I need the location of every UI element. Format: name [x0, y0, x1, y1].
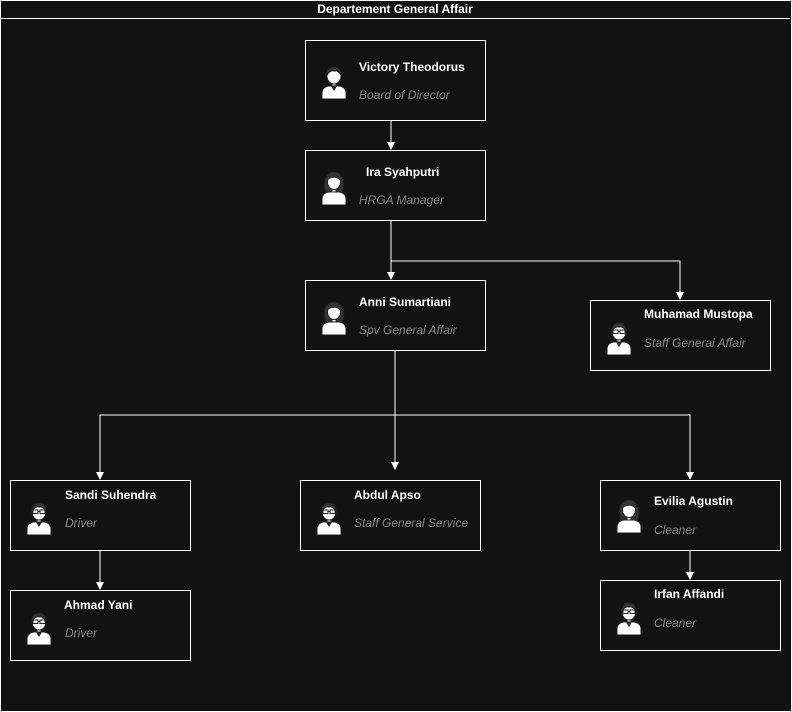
person-name: Muhamad Mustopa: [644, 307, 753, 321]
female-avatar-icon: [616, 499, 642, 533]
person-role: Cleaner: [654, 523, 697, 537]
female-avatar-icon: [321, 301, 347, 335]
person-card-abdul[interactable]: Abdul Apso Staff General Service: [300, 480, 481, 551]
person-card-muhamad[interactable]: Muhamad Mustopa Staff General Affair: [590, 300, 771, 371]
person-card-irfan[interactable]: Irfan Affandi Cleaner: [600, 580, 781, 651]
person-card-victory[interactable]: Victory Theodorus Board of Director: [305, 40, 486, 121]
person-card-anni[interactable]: Anni Sumartiani Spv General Affair: [305, 280, 486, 351]
person-name: Anni Sumartiani: [359, 295, 452, 309]
person-name: Ahmad Yani: [64, 598, 133, 612]
person-name: Evilia Agustin: [654, 494, 733, 508]
diagram-title: Departement General Affair: [0, 0, 790, 19]
connector-anni-sandi: [96, 414, 395, 480]
person-card-ahmad[interactable]: Ahmad Yani Driver: [10, 590, 191, 661]
person-name: Irfan Affandi: [654, 587, 725, 601]
person-role: Driver: [65, 626, 97, 640]
person-card-ira[interactable]: Ira Syahputri HRGA Manager: [305, 150, 486, 221]
male-avatar-icon: [321, 66, 347, 99]
person-name: Abdul Apso: [354, 488, 421, 502]
person-role: Board of Director: [359, 88, 450, 102]
person-name: Sandi Suhendra: [65, 488, 157, 502]
person-name: Victory Theodorus: [359, 60, 465, 74]
connector-ira-muhamad: [391, 260, 684, 300]
person-role: Staff General Affair: [644, 336, 746, 350]
person-name: Ira Syahputri: [366, 165, 440, 179]
male-glasses-avatar-icon: [26, 502, 52, 535]
male-glasses-avatar-icon: [26, 612, 52, 645]
person-role: Staff General Service: [354, 516, 469, 530]
male-glasses-avatar-icon: [316, 502, 342, 535]
person-role: Spv General Affair: [359, 323, 457, 337]
person-card-evilia[interactable]: Evilia Agustin Cleaner: [600, 480, 781, 551]
person-role: HRGA Manager: [359, 193, 444, 207]
connector-anni-evilia: [395, 414, 694, 480]
male-glasses-avatar-icon: [606, 322, 632, 355]
person-role: Driver: [65, 516, 97, 530]
person-card-sandi[interactable]: Sandi Suhendra Driver: [10, 480, 191, 551]
female-avatar-icon: [321, 171, 347, 205]
male-glasses-avatar-icon: [616, 602, 642, 635]
person-role: Cleaner: [654, 616, 697, 630]
